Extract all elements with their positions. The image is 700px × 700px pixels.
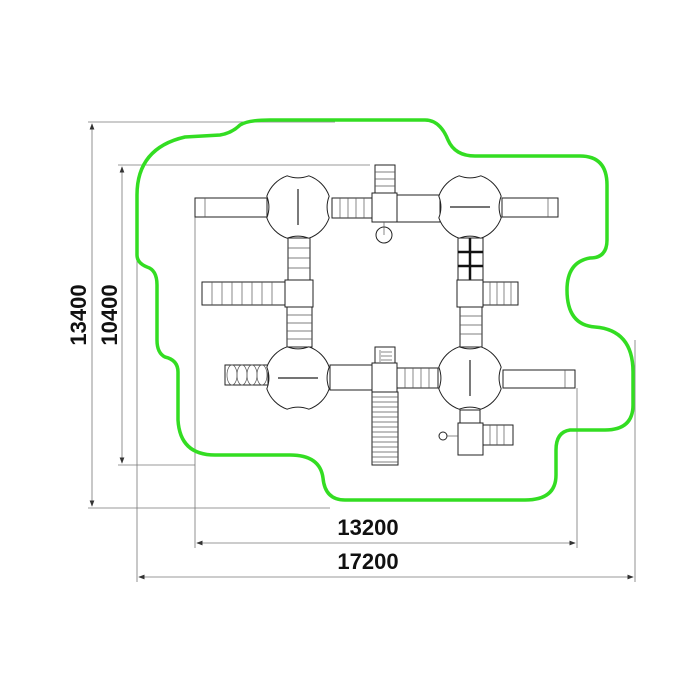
playground-equipment (194, 164, 576, 466)
long-stairs-bottom (371, 391, 399, 466)
platform-bottom (371, 362, 398, 393)
slide-bottom-right (502, 369, 576, 389)
deck-bottom (329, 364, 373, 391)
tower-platform (266, 175, 330, 239)
tower-platform (438, 346, 502, 410)
platform-top (371, 192, 398, 223)
ring-tunnel (224, 364, 269, 386)
bridge-top (331, 197, 373, 219)
tower-platform (438, 175, 502, 239)
tower-platform (266, 346, 330, 410)
ladder-bottom-right (482, 424, 514, 446)
slide-top-left (194, 197, 268, 218)
stairs-right-lower (459, 306, 483, 348)
step-bottom-right (459, 409, 481, 424)
small-wheel-icon (438, 431, 448, 441)
safety-zone-outline (135, 118, 635, 502)
dimension-lines (89, 123, 634, 580)
ladder-right (482, 281, 519, 306)
slide-top-right (501, 197, 559, 218)
outer-width-label: 17200 (337, 549, 398, 574)
stairs-left (287, 237, 311, 281)
stairs-left-lower (286, 306, 313, 348)
inner-height-label: 10400 (97, 284, 122, 345)
platform-bottom-right (457, 422, 484, 456)
outer-height-label: 13400 (66, 284, 91, 345)
extension-lines (88, 121, 636, 582)
deck-top (396, 194, 441, 223)
inner-width-label: 13200 (337, 515, 398, 540)
platform-left (284, 279, 314, 308)
platform-right (456, 279, 484, 308)
climbing-ladder-left (201, 281, 286, 306)
bridge-bottom (396, 367, 439, 389)
